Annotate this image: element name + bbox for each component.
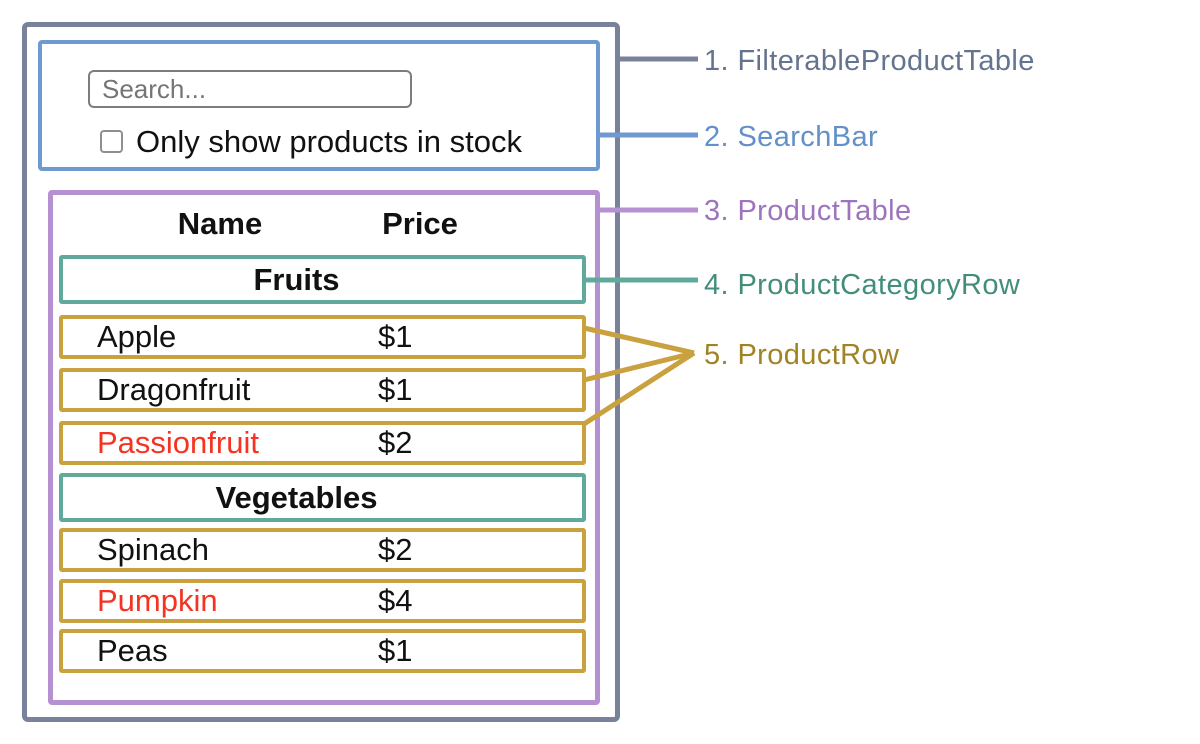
legend-label-product-table: 3. ProductTable — [704, 194, 912, 227]
product-price: $2 — [378, 532, 413, 567]
product-row-dragonfruit: Dragonfruit $1 — [59, 368, 586, 412]
product-name: Spinach — [97, 532, 210, 567]
column-header-name: Name — [177, 206, 263, 241]
product-name: Pumpkin — [97, 583, 218, 618]
product-category-row-fruits: Fruits — [59, 255, 586, 304]
product-name: Peas — [97, 633, 168, 668]
product-price: $1 — [378, 319, 413, 354]
product-category-row-vegetables: Vegetables — [59, 473, 586, 522]
product-price: $4 — [378, 583, 413, 618]
product-row-passionfruit: Passionfruit $2 — [59, 421, 586, 465]
product-row-spinach: Spinach $2 — [59, 528, 586, 572]
product-price: $2 — [378, 425, 413, 460]
search-bar-box — [38, 40, 600, 171]
product-name: Passionfruit — [97, 425, 259, 460]
product-row-apple: Apple $1 — [59, 315, 586, 359]
product-price: $1 — [378, 372, 413, 407]
product-price: $1 — [378, 633, 413, 668]
product-name: Apple — [97, 319, 177, 354]
product-row-peas: Peas $1 — [59, 629, 586, 673]
column-header-price: Price — [382, 206, 458, 241]
product-table-box — [48, 190, 600, 705]
legend-label-product-category-row: 4. ProductCategoryRow — [704, 268, 1021, 301]
legend-label-product-row: 5. ProductRow — [704, 338, 900, 371]
product-name: Dragonfruit — [97, 372, 251, 407]
in-stock-checkbox-label: Only show products in stock — [136, 124, 522, 159]
product-row-pumpkin: Pumpkin $4 — [59, 579, 586, 623]
legend-label-search-bar: 2. SearchBar — [704, 120, 879, 153]
search-input[interactable] — [88, 70, 412, 108]
legend-label-filterable-product-table: 1. FilterableProductTable — [704, 44, 1035, 77]
in-stock-checkbox[interactable] — [100, 130, 123, 153]
